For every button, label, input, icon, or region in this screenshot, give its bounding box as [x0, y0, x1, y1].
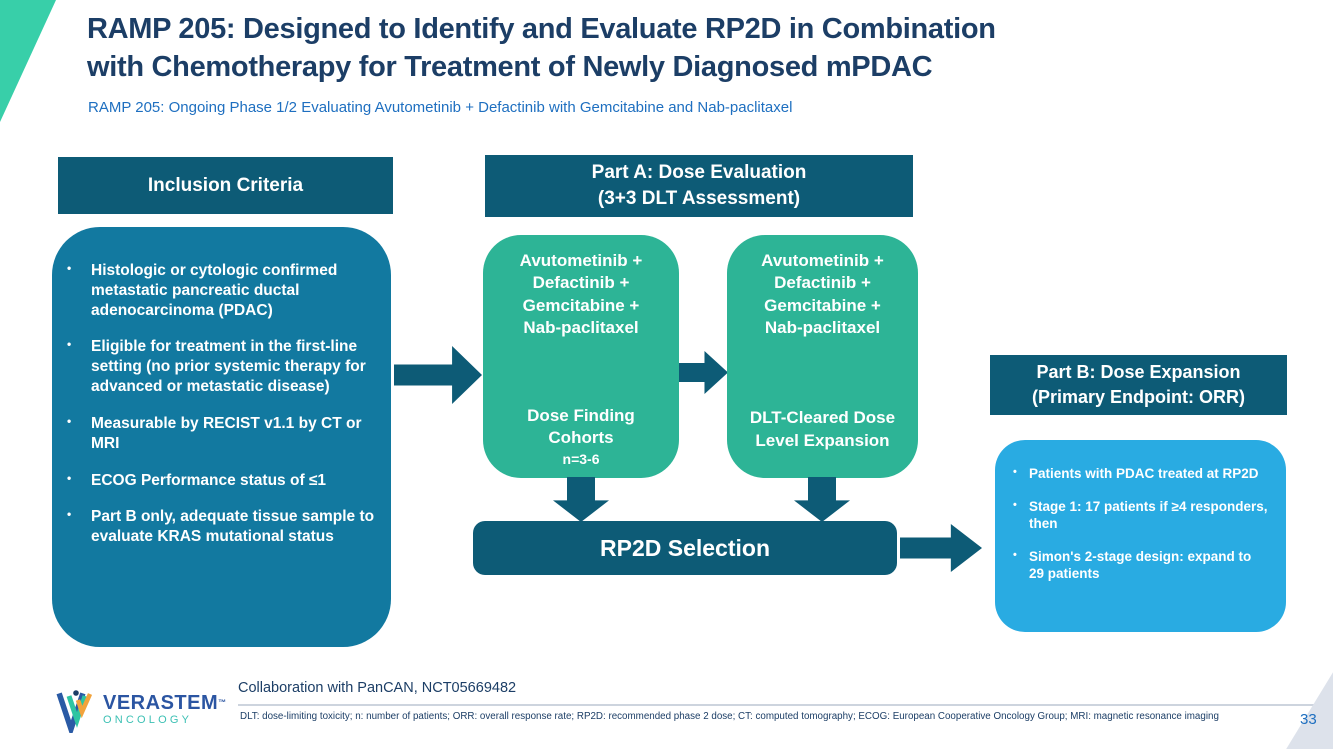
corner-accent-shape: [0, 0, 56, 122]
dose-expansion-box: Patients with PDAC treated at RP2D Stage…: [995, 440, 1286, 632]
arrow-down-icon: [553, 477, 609, 522]
part-a-header: Part A: Dose Evaluation (3+3 DLT Assessm…: [485, 155, 913, 217]
dose-finding-label: Dose Finding Cohorts n=3-6: [489, 405, 673, 468]
list-item: Histologic or cytologic confirmed metast…: [64, 261, 377, 320]
list-item: Part B only, adequate tissue sample to e…: [64, 507, 377, 547]
verastem-logo: VERASTEM™ ONCOLOGY: [56, 687, 227, 733]
regimen-line: Nab-paclitaxel: [523, 318, 639, 338]
regimen-line: Nab-paclitaxel: [764, 318, 881, 338]
regimen-text: Avutometinib + Defactinib + Gemcitabine …: [489, 250, 673, 340]
part-a-header-line2: (3+3 DLT Assessment): [597, 188, 801, 209]
verastem-logo-icon: [56, 690, 93, 733]
page-title: RAMP 205: Designed to Identify and Evalu…: [87, 10, 1317, 86]
regimen-text: Avutometinib + Defactinib + Gemcitabine …: [733, 250, 912, 340]
list-item: Measurable by RECIST v1.1 by CT or MRI: [64, 414, 377, 454]
list-item: Patients with PDAC treated at RP2D: [1012, 465, 1270, 483]
list-item: Stage 1: 17 patients if ≥4 responders, t…: [1012, 498, 1270, 533]
arrow-right-icon: [679, 351, 728, 394]
regimen-line: Defactinib +: [774, 273, 871, 293]
verastem-logo-text: VERASTEM™ ONCOLOGY: [103, 693, 227, 727]
part-b-header-line1: Part B: Dose Expansion: [1036, 362, 1241, 382]
collaboration-note: Collaboration with PanCAN, NCT05669482: [238, 680, 517, 696]
regimen-line: Avutometinib +: [519, 251, 643, 270]
dose-finding-label-line1: Dose Finding: [527, 405, 635, 425]
dlt-cleared-label-line2: Level Expansion: [755, 430, 890, 450]
regimen-line: Avutometinib +: [761, 251, 884, 270]
regimen-line: Gemcitabine +: [764, 295, 881, 315]
list-item: ECOG Performance status of ≤1: [64, 471, 377, 491]
list-item: Eligible for treatment in the first-line…: [64, 337, 377, 396]
dlt-cleared-label-line1: DLT-Cleared Dose: [749, 408, 896, 428]
dlt-cleared-box: Avutometinib + Defactinib + Gemcitabine …: [727, 235, 918, 478]
dlt-cleared-label: DLT-Cleared Dose Level Expansion: [733, 407, 912, 452]
page-title-line2: with Chemotherapy for Treatment of Newly…: [87, 51, 933, 83]
list-item: Simon's 2-stage design: expand to 29 pat…: [1012, 548, 1270, 583]
page-subtitle: RAMP 205: Ongoing Phase 1/2 Evaluating A…: [88, 99, 793, 116]
dose-expansion-list: Patients with PDAC treated at RP2D Stage…: [1012, 465, 1270, 583]
part-a-header-line1: Part A: Dose Evaluation: [591, 162, 807, 183]
part-b-header: Part B: Dose Expansion (Primary Endpoint…: [990, 355, 1287, 415]
logo-secondary-text: ONCOLOGY: [103, 714, 193, 726]
dose-finding-label-line2: Cohorts: [548, 428, 614, 448]
trademark-symbol: ™: [218, 698, 227, 707]
logo-primary-text: VERASTEM™: [103, 693, 227, 713]
inclusion-criteria-box: Histologic or cytologic confirmed metast…: [52, 227, 391, 647]
arrow-right-icon: [900, 524, 982, 572]
page-title-line1: RAMP 205: Designed to Identify and Evalu…: [87, 13, 996, 45]
rp2d-selection-bar: RP2D Selection: [473, 521, 897, 575]
arrow-down-icon: [794, 477, 850, 522]
logo-wordmark: VERASTEM: [103, 692, 219, 714]
cohort-size-label: n=3-6: [562, 450, 600, 467]
regimen-line: Defactinib +: [532, 273, 630, 293]
abbreviations-footnote: DLT: dose-limiting toxicity; n: number o…: [240, 711, 1219, 722]
dose-finding-box: Avutometinib + Defactinib + Gemcitabine …: [483, 235, 679, 478]
inclusion-criteria-header: Inclusion Criteria: [58, 157, 393, 214]
regimen-line: Gemcitabine +: [522, 295, 640, 315]
arrow-right-icon: [394, 346, 482, 404]
inclusion-criteria-header-label: Inclusion Criteria: [147, 174, 304, 196]
footer-divider: [238, 704, 1333, 706]
inclusion-criteria-list: Histologic or cytologic confirmed metast…: [64, 261, 377, 547]
page-number: 33: [1300, 711, 1317, 728]
part-b-header-line2: (Primary Endpoint: ORR): [1031, 387, 1245, 407]
corner-wedge-shape: [1286, 672, 1333, 749]
